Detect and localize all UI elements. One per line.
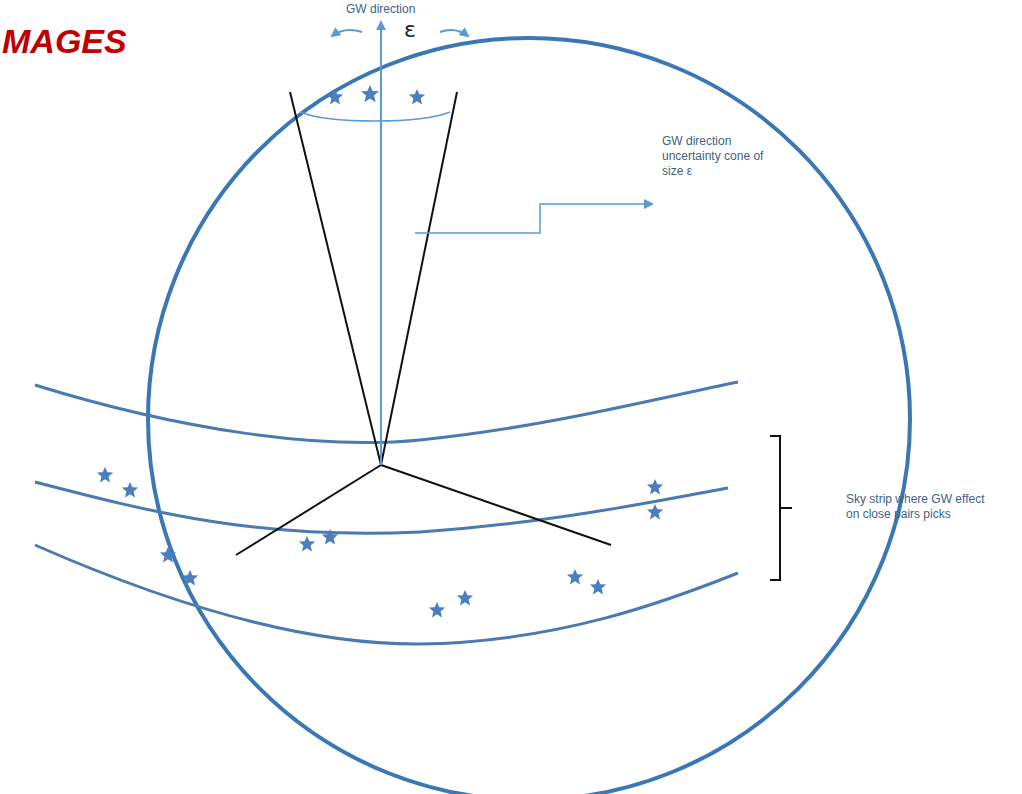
axis-label: GW direction — [346, 2, 415, 17]
sky-strip — [35, 382, 738, 644]
uncertainty-cone — [236, 92, 611, 555]
star-group — [97, 85, 663, 617]
epsilon-label: ε — [404, 16, 416, 44]
bracket — [770, 436, 792, 580]
epsilon-arrow — [440, 30, 468, 36]
slide-title: MAGES — [2, 24, 127, 58]
gw-direction-arrow — [380, 22, 382, 465]
callout-text: GW direction uncertainty cone of size ε — [662, 134, 782, 179]
leader-line — [415, 204, 652, 233]
cone-cap — [300, 112, 450, 121]
epsilon-arrow — [332, 30, 362, 36]
sky-sphere — [148, 38, 910, 794]
bracket-label: Sky strip where GW effect on close pairs… — [846, 492, 986, 522]
